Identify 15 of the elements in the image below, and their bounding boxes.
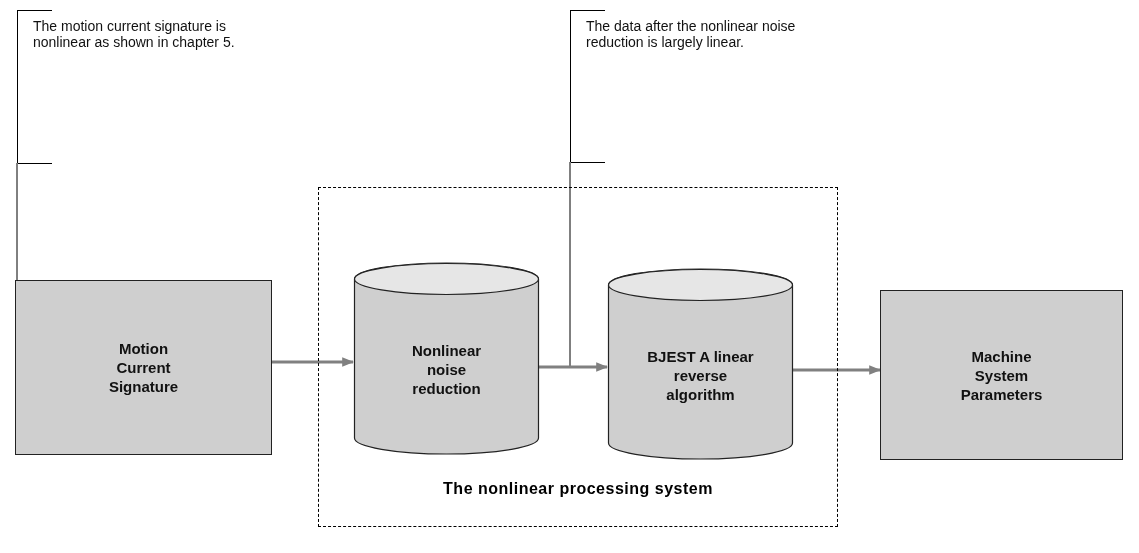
callout-text: The data after the nonlinear noise reduction is largely linear.: [586, 18, 797, 50]
leader-line: [569, 161, 571, 368]
leader-line: [16, 162, 18, 281]
group-label: The nonlinear processing system: [442, 480, 714, 498]
process-box: [15, 280, 272, 455]
box-label: Nonlinear noise reduction: [410, 341, 483, 398]
box-label: Motion Current Signature: [107, 339, 180, 396]
arrow: [792, 365, 882, 375]
box-label: Machine System Parameters: [959, 346, 1044, 404]
box-label: BJEST A linear reverse algorithm: [646, 346, 755, 404]
arrow: [538, 362, 609, 372]
arrow: [272, 357, 355, 367]
process-box: [880, 290, 1123, 460]
callout-text: The motion current signature is nonlinear as shown in chapter 5.: [33, 18, 236, 50]
dashed-group-frame: [318, 187, 838, 527]
